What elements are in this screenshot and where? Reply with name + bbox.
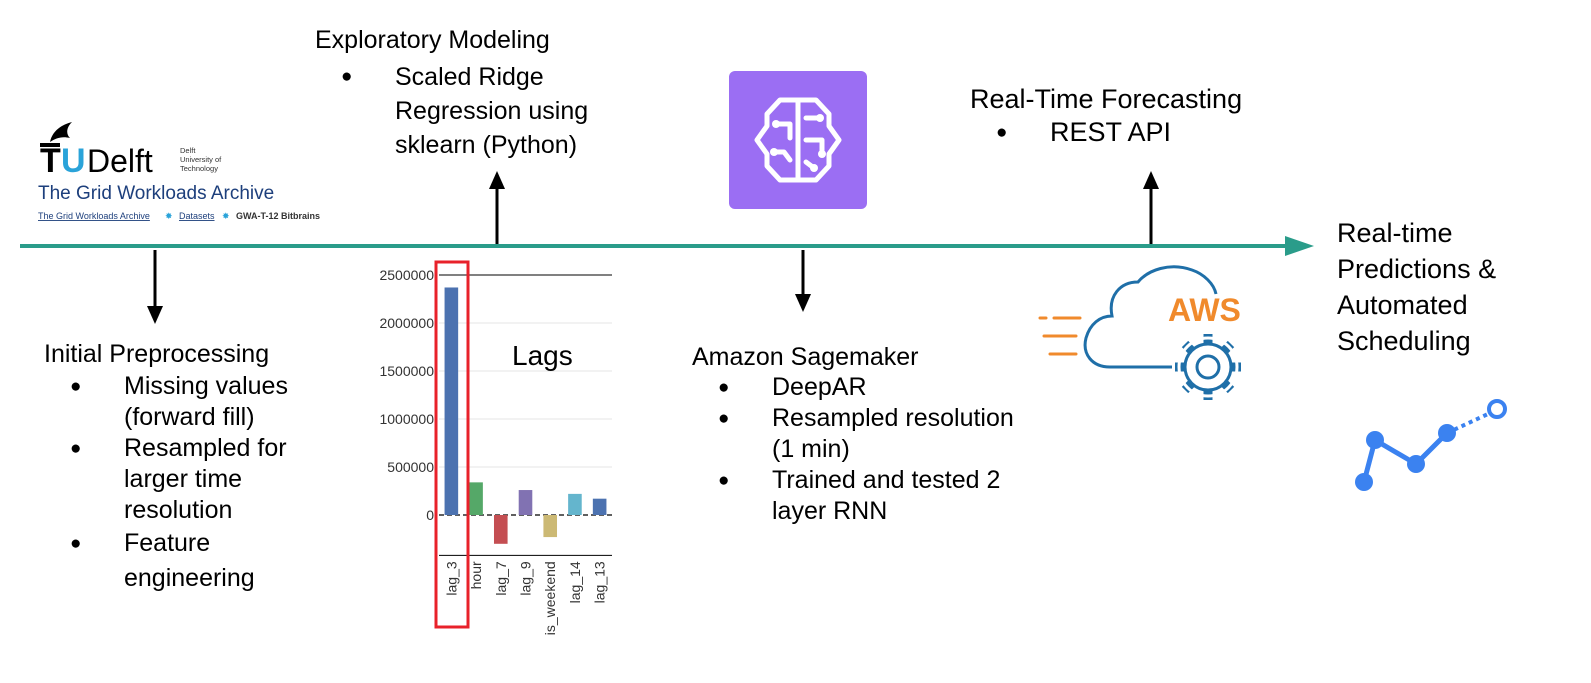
- list-item: Resampled resolution (1 min): [692, 403, 1037, 465]
- breadcrumb-separator-icon: ✸: [165, 212, 173, 222]
- aws-label: AWS: [1168, 292, 1241, 328]
- arrow-exploratory: [489, 171, 505, 244]
- x-tick-label: lag_14: [567, 561, 583, 603]
- outcome-line: Real-time: [1337, 218, 1453, 248]
- x-tick-label: hour: [468, 561, 484, 589]
- list-item: Scaled Ridge Regression using sklearn (P…: [315, 60, 635, 162]
- sagemaker-brain-icon: [729, 71, 867, 209]
- sagemaker-title: Amazon Sagemaker: [692, 343, 919, 371]
- flame-icon: [50, 122, 72, 142]
- y-tick-label: 2000000: [379, 315, 434, 331]
- x-tick-label: lag_13: [592, 561, 608, 603]
- tudelft-logo: T U Delft Delft University of Technology…: [38, 122, 320, 222]
- list-item: Missing values (forward fill): [44, 371, 334, 433]
- bar-lag-13: [592, 498, 607, 515]
- y-tick-label: 500000: [387, 459, 434, 475]
- brand-letter-u: U: [61, 142, 86, 180]
- bar-lag-14: [568, 493, 582, 515]
- gear-icon: [1175, 334, 1241, 400]
- bar-lag-9: [518, 490, 533, 515]
- list-item: Feature engineering: [44, 526, 334, 596]
- brand-delft: Delft: [87, 143, 153, 179]
- outcome-line: Scheduling: [1337, 326, 1471, 356]
- x-tick-label: lag_7: [493, 561, 509, 595]
- brand-small-3: Technology: [180, 164, 218, 173]
- preprocessing-bullets: Missing values (forward fill) Resampled …: [44, 371, 334, 596]
- chart-title: Lags: [512, 340, 573, 371]
- archive-title: The Grid Workloads Archive: [38, 183, 274, 204]
- list-item: REST API: [970, 117, 1290, 148]
- y-tick-label: 1500000: [379, 363, 434, 379]
- list-item: DeepAR: [692, 372, 1037, 403]
- y-tick-label: 0: [426, 507, 434, 523]
- x-tick-label: lag_3: [443, 561, 459, 595]
- breadcrumb-archive[interactable]: The Grid Workloads Archive: [38, 211, 150, 221]
- sagemaker-bullets: DeepAR Resampled resolution (1 min) Trai…: [692, 372, 1037, 527]
- breadcrumb-separator-icon: ✸: [222, 212, 230, 222]
- arrow-forecasting: [1143, 171, 1159, 244]
- exploratory-bullets: Scaled Ridge Regression using sklearn (P…: [315, 60, 635, 162]
- forecasting-title: Real-Time Forecasting: [970, 84, 1243, 114]
- lag3-highlight-box: [434, 260, 470, 629]
- outcome-text: Real-time Predictions & Automated Schedu…: [1337, 215, 1496, 359]
- trend-line-icon: [1355, 399, 1507, 491]
- forecasting-bullets: REST API: [970, 117, 1290, 148]
- brand-small-2: University of: [180, 155, 222, 164]
- timeline-arrowhead: [1285, 236, 1314, 256]
- breadcrumb-datasets[interactable]: Datasets: [179, 211, 215, 221]
- y-tick-label: 1000000: [379, 411, 434, 427]
- bar-hour: [469, 482, 483, 515]
- outcome-line: Automated: [1337, 290, 1468, 320]
- x-tick-label: lag_9: [518, 561, 534, 595]
- list-item: Trained and tested 2 layer RNN: [692, 465, 1037, 527]
- brand-small-1: Delft: [180, 146, 196, 155]
- bar-lag-7: [493, 515, 508, 544]
- preprocessing-title: Initial Preprocessing: [44, 340, 270, 368]
- aws-cloud-gear-icon: AWS: [1038, 265, 1241, 400]
- y-tick-label: 2500000: [379, 267, 434, 283]
- x-tick-label: is_weekend: [542, 561, 558, 635]
- breadcrumb-current: GWA-T-12 Bitbrains: [236, 211, 320, 221]
- exploratory-title: Exploratory Modeling: [315, 26, 550, 54]
- list-item: Resampled for larger time resolution: [44, 433, 334, 526]
- arrow-sagemaker: [795, 250, 811, 312]
- lags-bar-chart: 2500000 2000000 1500000 1000000 500000 0 lag_…: [379, 260, 612, 635]
- outcome-line: Predictions &: [1337, 254, 1497, 284]
- brand-letter-t: T: [40, 142, 61, 180]
- arrow-preprocessing: [147, 250, 163, 324]
- bar-is-weekend: [543, 515, 558, 538]
- bar-lag-3: [444, 287, 459, 515]
